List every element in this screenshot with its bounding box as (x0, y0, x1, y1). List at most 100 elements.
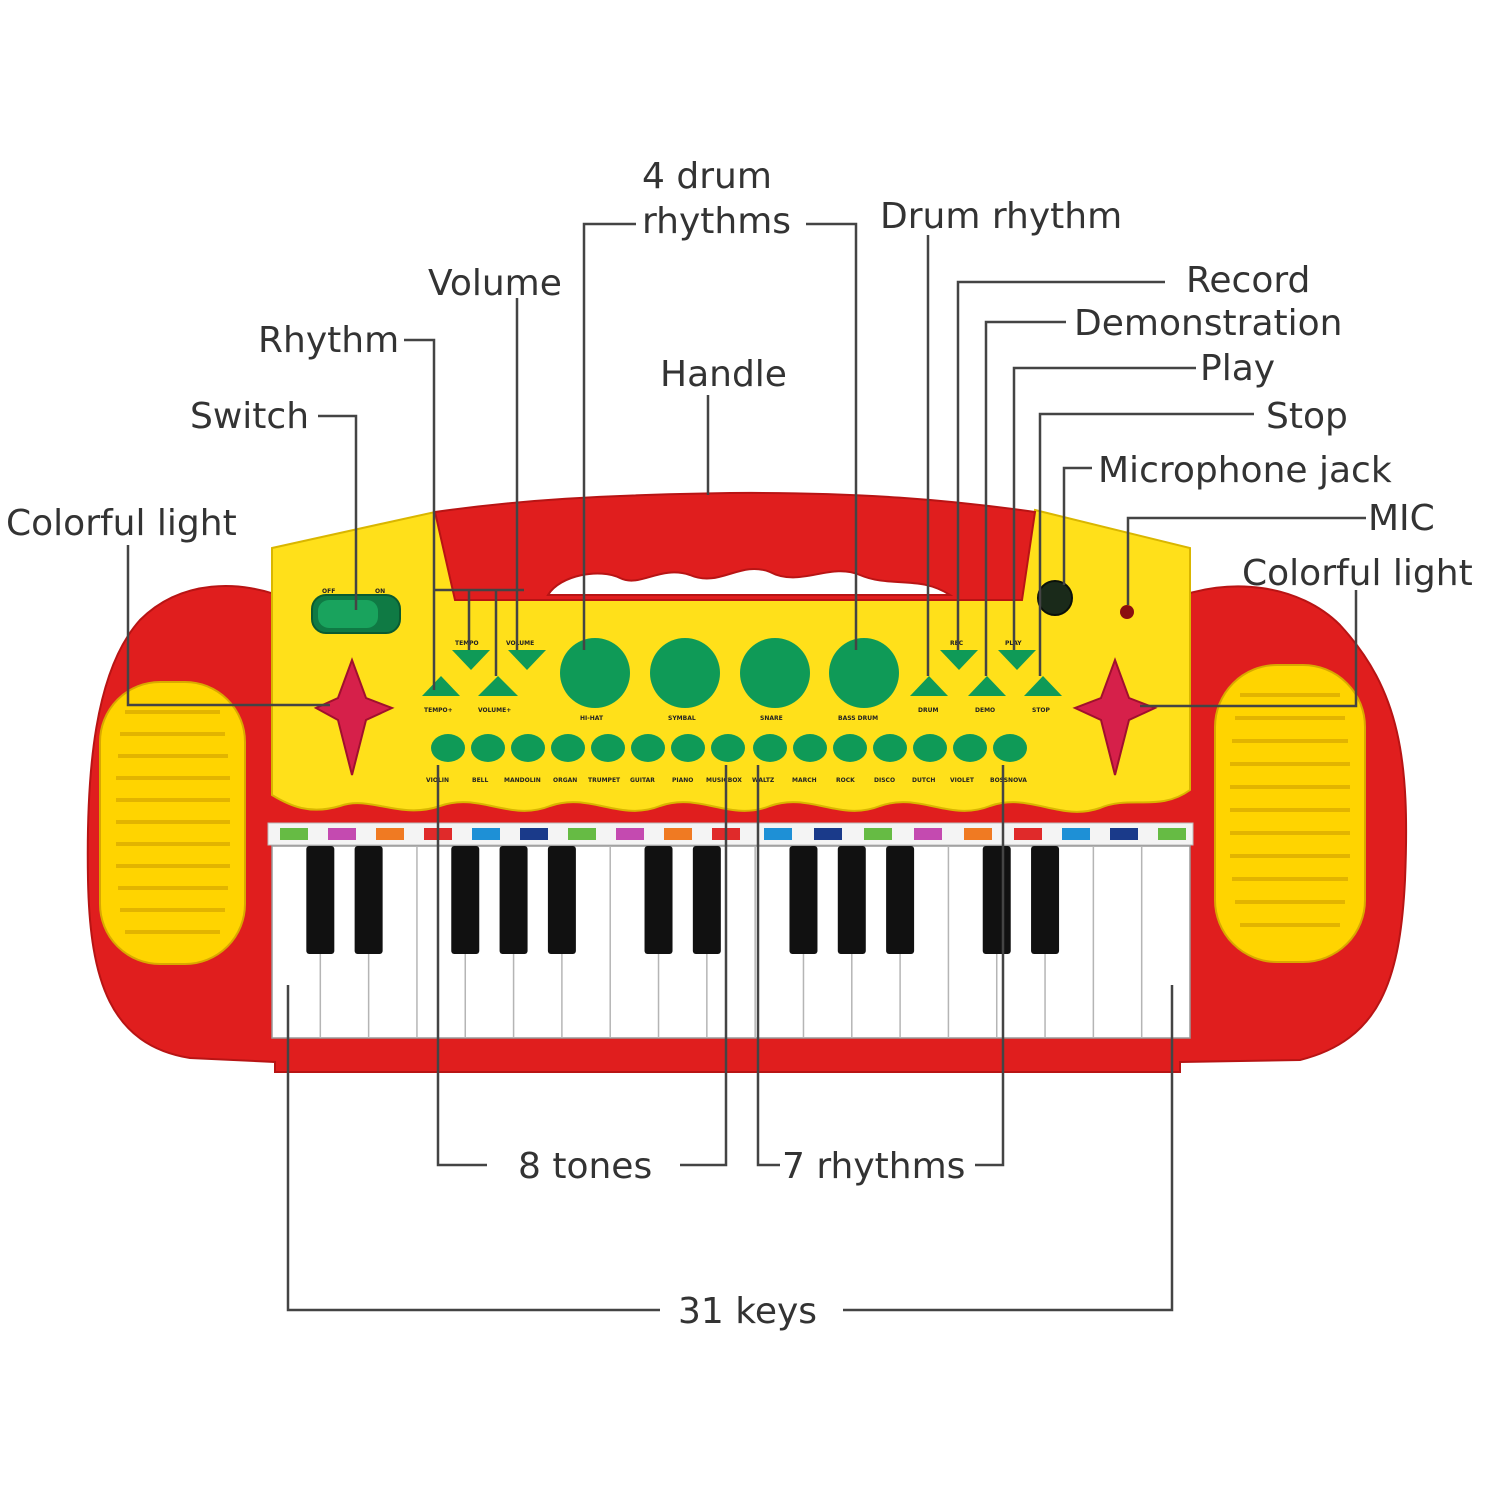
play-label-callout: Play (1200, 348, 1275, 389)
microphone-jack[interactable] (1037, 580, 1073, 616)
drum-pads: HI-HAT SYMBAL SNARE BASS DRUM (560, 638, 899, 722)
tone-button[interactable] (671, 734, 705, 762)
thirty-one-keys-label: 31 keys (678, 1291, 817, 1332)
switch-on-label: ON (375, 588, 385, 595)
tone-label: TRUMPET (588, 777, 621, 784)
black-key[interactable] (354, 846, 383, 954)
drum-pad-bass-drum[interactable] (829, 638, 899, 708)
black-key[interactable] (306, 846, 335, 954)
callout-labels: Colorful light Switch Rhythm Volume 4 dr… (6, 156, 1473, 1332)
record-button[interactable] (940, 650, 978, 670)
black-key[interactable] (499, 846, 528, 954)
switch-off-label: OFF (322, 588, 335, 595)
tempo-up-button[interactable] (422, 676, 460, 696)
tempo-label-bottom: TEMPO+ (424, 707, 453, 714)
black-key[interactable] (644, 846, 673, 954)
tone-label: GUITAR (630, 777, 655, 784)
tone-label: ORGAN (553, 777, 577, 784)
black-key[interactable] (1031, 846, 1060, 954)
drum-pad-symbal[interactable] (650, 638, 720, 708)
demo-label: DEMO (975, 707, 995, 714)
tempo-label-top: TEMPO (455, 640, 479, 647)
tone-button[interactable] (431, 734, 465, 762)
volume-label-bottom: VOLUME+ (478, 707, 511, 714)
volume-label-top: VOLUME (506, 640, 534, 647)
rhythm-label: MARCH (792, 777, 817, 784)
tone-label: BELL (472, 777, 488, 784)
rhythm-label: DUTCH (912, 777, 935, 784)
right-speaker (1214, 664, 1366, 963)
function-buttons: REC PLAY DRUM DEMO STOP (910, 640, 1062, 714)
switch-label: Switch (190, 396, 309, 437)
stop-button[interactable] (1024, 676, 1062, 696)
piano-keys (271, 845, 1191, 1039)
tempo-down-button[interactable] (452, 650, 490, 670)
handle-opening (546, 567, 954, 596)
four-drum-rhythms-line1: 4 drum (642, 156, 772, 197)
black-key[interactable] (451, 846, 480, 954)
drum-rhythm-button[interactable] (910, 676, 948, 696)
black-key[interactable] (692, 846, 721, 954)
keyboard-toy: OFF ON TEMPO VOLUME TEMPO+ VOLUME+ HI-HA… (86, 491, 1408, 1073)
eight-tones-label: 8 tones (518, 1146, 652, 1187)
drum-label-symbal: SYMBAL (668, 715, 696, 722)
tone-button[interactable] (631, 734, 665, 762)
volume-label-callout: Volume (428, 263, 562, 304)
play-button[interactable] (998, 650, 1036, 670)
rhythm-label: WALTZ (752, 777, 775, 784)
four-drum-rhythms-line2: rhythms (642, 201, 791, 242)
tone-button[interactable] (471, 734, 505, 762)
drum-pad-hi-hat[interactable] (560, 638, 630, 708)
tone-label: MANDOLIN (504, 777, 541, 784)
rhythm-button[interactable] (953, 734, 987, 762)
black-key[interactable] (886, 846, 915, 954)
drum-label-bass-drum: BASS DRUM (838, 715, 878, 722)
black-key[interactable] (982, 846, 1011, 954)
record-label: Record (1186, 260, 1310, 301)
drum-rhythm-label: Drum rhythm (880, 196, 1122, 237)
tone-button[interactable] (511, 734, 545, 762)
colorful-light-left (313, 657, 395, 776)
seven-rhythms-label: 7 rhythms (782, 1146, 965, 1187)
rhythm-label: ROCK (836, 777, 855, 784)
volume-down-button[interactable] (508, 650, 546, 670)
rhythm-button[interactable] (913, 734, 947, 762)
black-key[interactable] (789, 846, 818, 954)
drum-pad-snare[interactable] (740, 638, 810, 708)
demonstration-label: Demonstration (1074, 303, 1342, 344)
mic-label: MIC (1368, 498, 1435, 539)
rhythm-button[interactable] (793, 734, 827, 762)
colorful-light-left-label: Colorful light (6, 503, 237, 544)
black-key[interactable] (547, 846, 576, 954)
rhythm-button[interactable] (873, 734, 907, 762)
rhythm-button[interactable] (833, 734, 867, 762)
left-speaker (99, 681, 246, 965)
power-switch[interactable]: OFF ON (311, 588, 401, 634)
tone-rhythm-buttons: VIOLIN BELL MANDOLIN ORGAN TRUMPET GUITA… (426, 734, 1027, 784)
note-color-tags (280, 828, 1186, 840)
rhythm-label-callout: Rhythm (258, 320, 399, 361)
mic-hole (1120, 605, 1134, 619)
volume-up-button[interactable] (478, 676, 518, 696)
tone-button[interactable] (711, 734, 745, 762)
tempo-volume-buttons: TEMPO VOLUME TEMPO+ VOLUME+ (422, 640, 546, 714)
rhythm-button[interactable] (753, 734, 787, 762)
drum-label-snare: SNARE (760, 715, 783, 722)
drum-label: DRUM (918, 707, 938, 714)
leader-lines (126, 222, 1366, 1312)
colorful-light-right-label: Colorful light (1242, 553, 1473, 594)
black-key[interactable] (837, 846, 866, 954)
tone-label: MUSICBOX (706, 777, 742, 784)
stop-label: STOP (1032, 707, 1051, 714)
stop-label-callout: Stop (1266, 396, 1348, 437)
tone-button[interactable] (591, 734, 625, 762)
rhythm-button[interactable] (993, 734, 1027, 762)
tone-button[interactable] (551, 734, 585, 762)
demo-button[interactable] (968, 676, 1006, 696)
rhythm-label: BOSSNOVA (990, 777, 1027, 784)
drum-label-hi-hat: HI-HAT (580, 715, 604, 722)
control-panel (271, 508, 1191, 813)
tone-label: PIANO (672, 777, 693, 784)
